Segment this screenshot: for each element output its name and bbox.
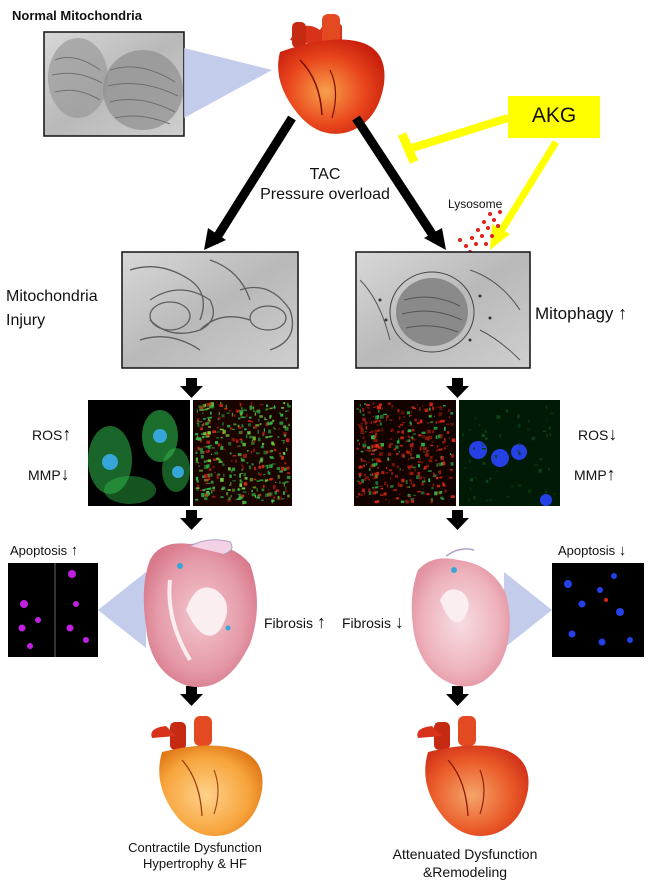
outcome-left-line2: Hypertrophy & HF xyxy=(142,856,248,871)
heart-icon-bottom-right xyxy=(417,716,529,836)
heart-section-right xyxy=(411,548,510,687)
ros-left-up-arrow-icon: ↑ xyxy=(62,424,72,444)
fibrosis-left-text: Fibrosis xyxy=(264,615,314,631)
ros-left-label: ROS↑ xyxy=(32,424,71,445)
akg-label: AKG xyxy=(531,104,577,127)
tac-label: TAC Pressure overload xyxy=(250,165,400,205)
apoptosis-right-text: Apoptosis xyxy=(558,543,616,558)
fibrosis-right-label: Fibrosis ↓ xyxy=(342,612,404,633)
apoptosis-left-text: Apoptosis xyxy=(10,543,68,558)
fibrosis-left-label: Fibrosis ↑ xyxy=(264,612,326,633)
outcome-right-line1: Attenuated Dysfunction xyxy=(392,846,538,862)
arrow-to-injury xyxy=(210,115,296,245)
fibrosis-left-up-arrow-icon: ↑ xyxy=(316,612,326,632)
heart-icon-top xyxy=(278,14,385,134)
down-arrows xyxy=(180,378,469,706)
fibrosis-right-text: Fibrosis xyxy=(342,615,392,631)
apoptosis-left-label: Apoptosis ↑ xyxy=(10,542,78,559)
outcome-left-label: Contractile Dysfunction Hypertrophy & HF xyxy=(100,840,290,872)
ros-left-text: ROS xyxy=(32,427,63,443)
pointer-triangle-top xyxy=(184,48,272,118)
mitochondria-injury-em-image xyxy=(121,251,299,369)
ros-right-text: ROS xyxy=(578,427,609,443)
mitochondria-injury-line1: Mitochondria xyxy=(6,288,98,305)
apoptosis-right-label: Apoptosis ↓ xyxy=(558,542,626,559)
mitochondria-injury-line2: Injury xyxy=(6,312,46,329)
heart-icon-bottom-left xyxy=(151,716,263,836)
mitophagy-em-image xyxy=(355,251,531,369)
akg-lysosome-arrow xyxy=(495,140,559,238)
apoptosis-panel-left xyxy=(8,563,98,657)
mitophagy-label: Mitophagy ↑ xyxy=(535,303,627,324)
outcome-right-line2: &Remodeling xyxy=(422,864,508,880)
normal-mitochondria-label: Normal Mitochondria xyxy=(12,8,143,23)
apoptosis-left-up-arrow-icon: ↑ xyxy=(70,542,79,559)
pointer-triangle-left xyxy=(98,572,146,648)
mmp-right-text: MMP xyxy=(574,467,607,483)
mmp-right-up-arrow-icon: ↑ xyxy=(606,464,616,484)
arrow-to-mitophagy xyxy=(352,115,440,243)
normal-mitochondria-em-image xyxy=(43,31,185,137)
fluorescence-speckle xyxy=(356,402,456,504)
outcome-left-line1: Contractile Dysfunction xyxy=(128,840,262,855)
mitophagy-up-arrow-icon: ↑ xyxy=(618,303,628,323)
fluorescence-speckle xyxy=(195,402,291,505)
akg-box xyxy=(508,96,600,138)
ros-right-down-arrow-icon: ↓ xyxy=(608,424,618,444)
outcome-right-label: Attenuated Dysfunction &Remodeling xyxy=(370,845,560,881)
apoptosis-panel-right xyxy=(552,563,644,657)
mmp-left-down-arrow-icon: ↓ xyxy=(60,464,70,484)
mmp-right-label: MMP↑ xyxy=(574,464,616,485)
akg-inhibition-line xyxy=(410,114,510,152)
ros-right-label: ROS↓ xyxy=(578,424,617,445)
mmp-left-label: MMP↓ xyxy=(28,464,70,485)
fluorescence-speckle xyxy=(462,405,556,503)
apoptosis-right-down-arrow-icon: ↓ xyxy=(618,542,627,559)
tac-line1: TAC xyxy=(309,166,341,183)
mitophagy-text: Mitophagy xyxy=(535,304,614,323)
mmp-left-text: MMP xyxy=(28,467,61,483)
fibrosis-right-down-arrow-icon: ↓ xyxy=(394,612,404,632)
mitochondria-injury-label: Mitochondria Injury xyxy=(6,285,98,333)
pointer-triangle-right xyxy=(504,572,552,648)
tac-line2: Pressure overload xyxy=(260,186,390,203)
lysosome-label: Lysosome xyxy=(448,197,503,211)
heart-section-left xyxy=(143,539,257,688)
